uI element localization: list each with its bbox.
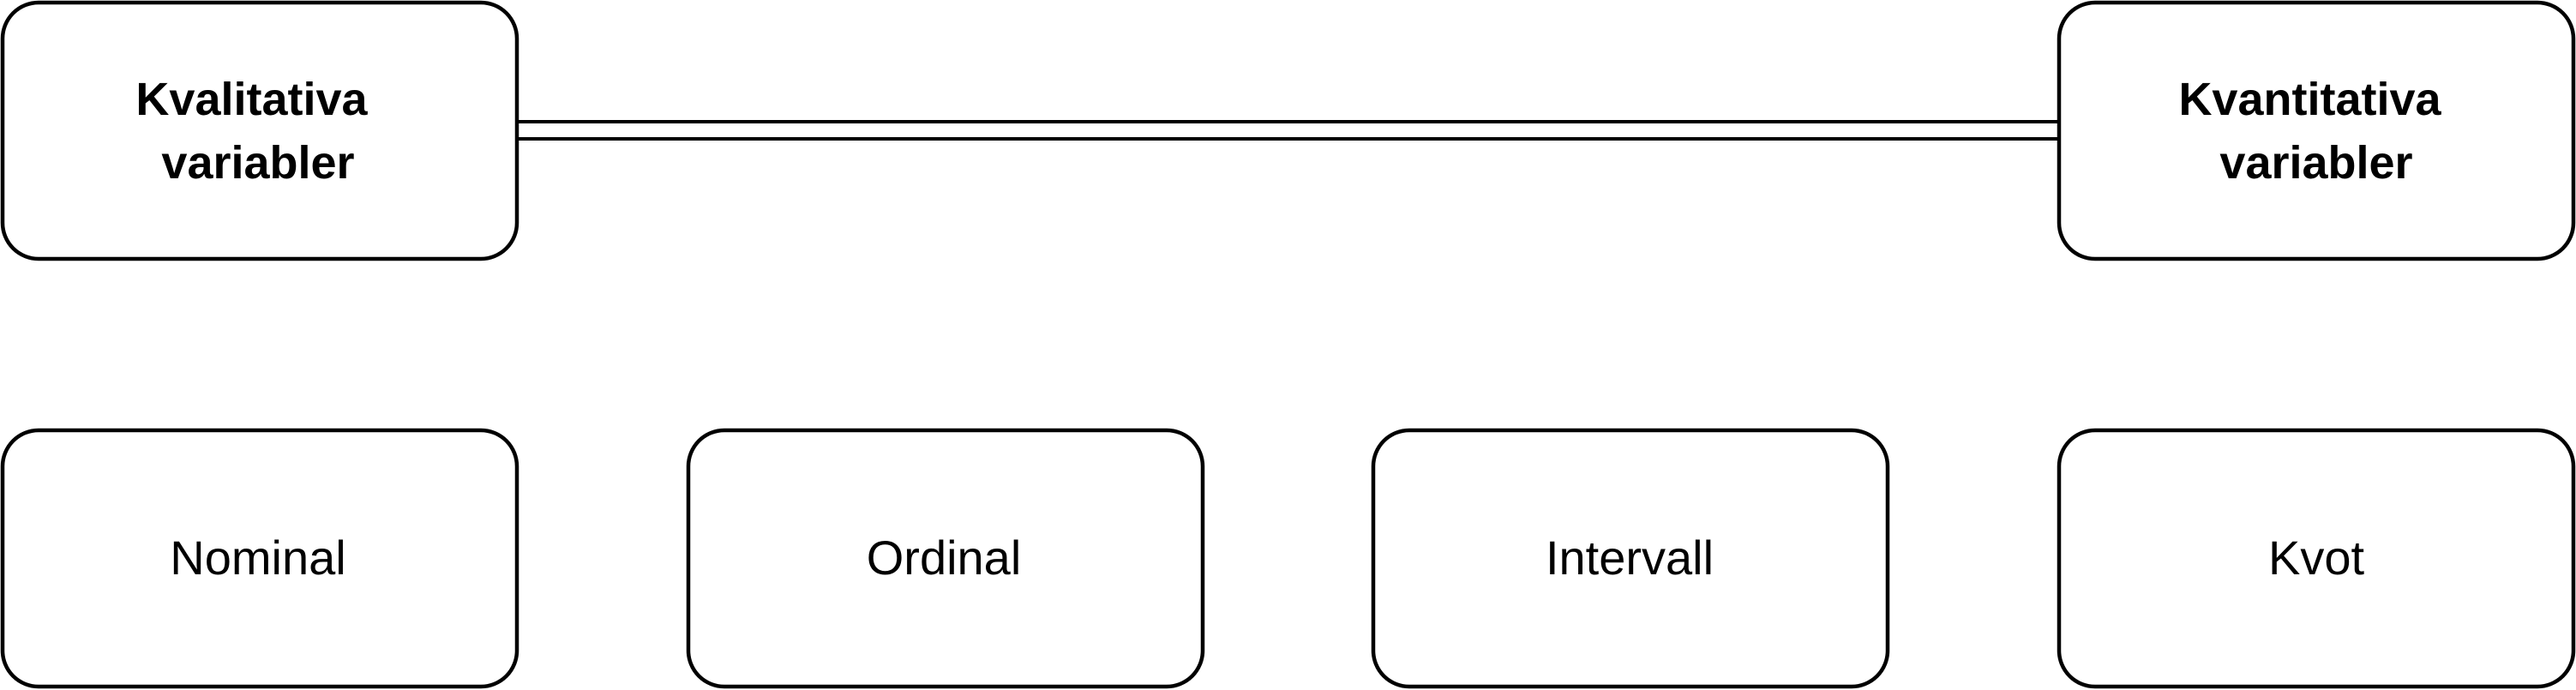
node-qualitative-line1: Kvalitativa	[135, 74, 368, 125]
node-ratio-box	[2057, 428, 2576, 689]
connector-double-line	[517, 120, 2059, 141]
node-ordinal-box	[686, 428, 1205, 689]
node-qualitative-label: Kvalitativa variabler	[135, 74, 380, 189]
node-nominal-label: Nominal	[170, 531, 345, 585]
node-interval-box	[1371, 428, 1890, 689]
node-quantitative-variables: Kvantitativa variabler	[2057, 0, 2576, 261]
node-nominal: Nominal	[0, 428, 519, 689]
node-qualitative-box	[0, 0, 519, 261]
node-qualitative-line2: variabler	[161, 137, 354, 189]
node-quantitative-line2: variabler	[2219, 137, 2412, 189]
node-ordinal: Ordinal	[686, 428, 1205, 689]
node-nominal-box	[0, 428, 519, 689]
node-quantitative-label: Kvantitativa variabler	[2178, 74, 2453, 189]
node-interval: Intervall	[1371, 428, 1890, 689]
node-interval-label: Intervall	[1546, 531, 1714, 585]
node-qualitative-variables: Kvalitativa variabler	[0, 0, 519, 261]
node-quantitative-line1: Kvantitativa	[2178, 74, 2441, 125]
node-quantitative-box	[2057, 0, 2576, 261]
node-ordinal-label: Ordinal	[867, 531, 1022, 585]
node-ratio-label: Kvot	[2268, 531, 2364, 585]
node-ratio: Kvot	[2057, 428, 2576, 689]
